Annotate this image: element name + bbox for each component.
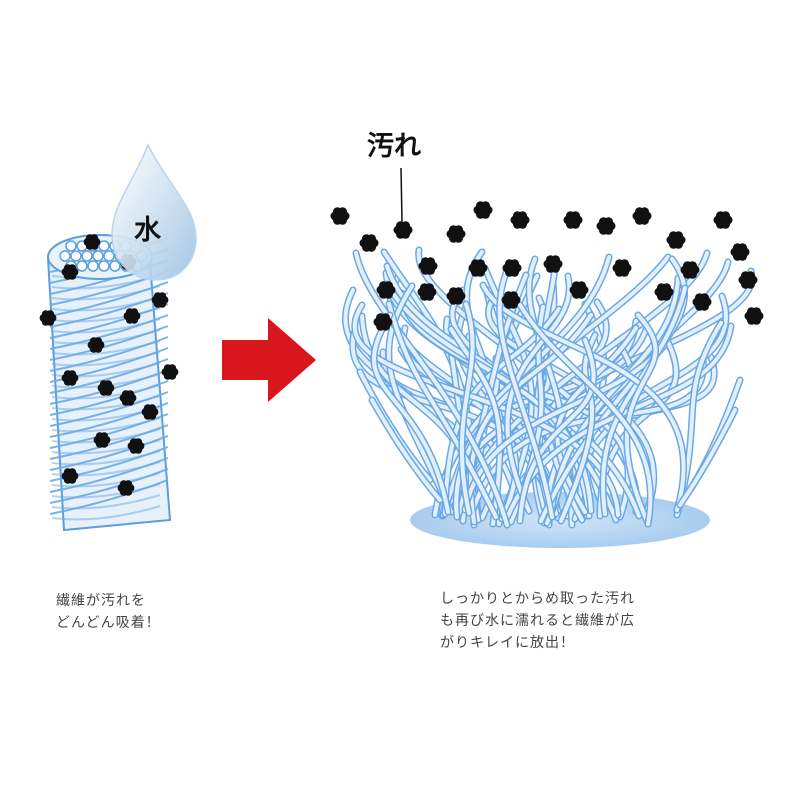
dirt-particle: [330, 207, 350, 225]
caption-left-line: どんどん吸着！: [56, 615, 161, 631]
dirt-particle: [632, 207, 652, 225]
dirt-particle: [680, 261, 700, 279]
dirt-particle: [418, 257, 438, 275]
spread-fibers: [330, 167, 764, 548]
water-drop: [111, 143, 197, 281]
dirt-particle: [596, 217, 616, 235]
right-arrow: [222, 318, 316, 402]
dirt-particle: [376, 281, 396, 299]
dirt-particle: [738, 271, 758, 289]
dirt-label-leader: [400, 167, 403, 223]
dirt-particle: [468, 259, 488, 277]
dirt-particle: [61, 468, 79, 484]
dirt-particle: [417, 283, 437, 301]
dirt-particle: [61, 370, 79, 386]
dirt-particle: [127, 438, 145, 454]
dirt-particle: [141, 404, 159, 420]
caption-left: 繊維が汚れを どんどん吸着！: [56, 590, 161, 634]
dirt-particle: [730, 243, 750, 261]
dirt-particle: [39, 310, 57, 326]
dirt-particle: [666, 231, 686, 249]
dirt-particle: [446, 287, 466, 305]
dirt-label: 汚れ: [367, 131, 421, 162]
water-label: 水: [134, 215, 161, 246]
dirt-particle: [563, 211, 583, 229]
caption-right-line: がりキレイに放出！: [440, 635, 575, 651]
dirt-particle: [359, 234, 379, 252]
dirt-particle: [87, 337, 105, 353]
dirt-particle: [161, 364, 179, 380]
caption-left-line: 繊維が汚れを: [56, 593, 146, 609]
dirt-particle: [119, 390, 137, 406]
dirt-particle: [654, 283, 674, 301]
dirt-particle: [744, 307, 764, 325]
caption-right: しっかりとからめ取った汚れ も再び水に濡れると繊維が広 がりキレイに放出！: [440, 588, 635, 654]
dirt-particle: [473, 201, 493, 219]
dirt-particle: [569, 281, 589, 299]
dirt-particle: [151, 292, 169, 308]
dirt-particle: [612, 259, 632, 277]
dirt-particle: [502, 259, 522, 277]
caption-right-line: も再び水に濡れると繊維が広: [440, 613, 635, 629]
dirt-particle: [713, 211, 733, 229]
dirt-particle: [393, 221, 413, 239]
dirt-particle: [692, 293, 712, 311]
dirt-particle: [117, 480, 135, 496]
dirt-particle: [97, 380, 115, 396]
dirt-particle: [543, 255, 563, 273]
dirt-particle: [510, 211, 530, 229]
dirt-particle: [93, 432, 111, 448]
dirt-particle: [123, 308, 141, 324]
dirt-particle: [373, 313, 393, 331]
dirt-particle: [501, 291, 521, 309]
caption-right-line: しっかりとからめ取った汚れ: [440, 591, 635, 607]
dirt-particle: [61, 264, 79, 280]
dirt-particle: [446, 225, 466, 243]
dirt-particle: [83, 234, 101, 250]
